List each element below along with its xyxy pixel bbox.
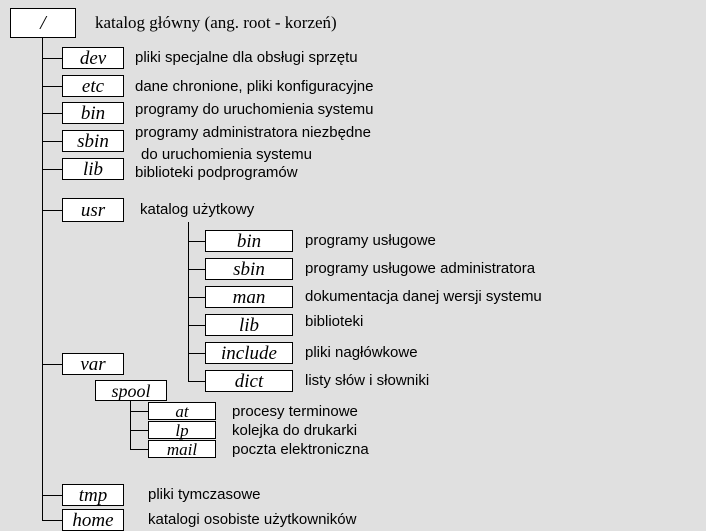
dir-root: / bbox=[10, 8, 76, 38]
branch-line-bin bbox=[42, 113, 62, 114]
desc-usr-dict: listy słów i słowniki bbox=[305, 372, 430, 389]
desc-mail: poczta elektroniczna bbox=[232, 441, 369, 458]
branch-line-var bbox=[42, 364, 62, 365]
dir-tmp: tmp bbox=[62, 484, 124, 506]
dir-home: home bbox=[62, 509, 124, 531]
branch-line-home bbox=[42, 520, 62, 521]
branch-line-tmp bbox=[42, 495, 62, 496]
tree-trunk-line bbox=[42, 38, 43, 521]
desc-usr-include: pliki nagłówkowe bbox=[305, 344, 418, 361]
dir-usr-bin: bin bbox=[205, 230, 293, 252]
desc-usr: katalog użytkowy bbox=[140, 201, 255, 218]
dir-var: var bbox=[62, 353, 124, 375]
spool-trunk-line bbox=[130, 401, 131, 449]
branch-line-usr-dict bbox=[188, 381, 205, 382]
branch-line-usr-lib bbox=[188, 325, 205, 326]
branch-line-usr-sbin bbox=[188, 269, 205, 270]
branch-line-mail bbox=[130, 449, 148, 450]
desc-sbin-line2: do uruchomienia systemu bbox=[141, 146, 312, 163]
root-caption: katalog główny (ang. root - korzeń) bbox=[95, 13, 337, 32]
branch-line-lp bbox=[130, 430, 148, 431]
desc-sbin-line1: programy administratora niezbędne bbox=[135, 124, 371, 141]
desc-lib: biblioteki podprogramów bbox=[135, 164, 298, 181]
dir-lp: lp bbox=[148, 421, 216, 439]
desc-at: procesy terminowe bbox=[232, 403, 358, 420]
desc-usr-sbin: programy usługowe administratora bbox=[305, 260, 536, 277]
desc-usr-man: dokumentacja danej wersji systemu bbox=[305, 288, 542, 305]
dir-usr-sbin: sbin bbox=[205, 258, 293, 280]
dir-usr-lib: lib bbox=[205, 314, 293, 336]
desc-dev: pliki specjalne dla obsługi sprzętu bbox=[135, 49, 358, 66]
dir-at: at bbox=[148, 402, 216, 420]
branch-line-usr-man bbox=[188, 297, 205, 298]
branch-line-usr-include bbox=[188, 353, 205, 354]
desc-home: katalogi osobiste użytkowników bbox=[148, 511, 357, 528]
branch-line-sbin bbox=[42, 141, 62, 142]
desc-etc: dane chronione, pliki konfiguracyjne bbox=[135, 78, 374, 95]
branch-line-dev bbox=[42, 58, 62, 59]
dir-lib: lib bbox=[62, 158, 124, 180]
dir-usr-dict: dict bbox=[205, 370, 293, 392]
desc-bin: programy do uruchomienia systemu bbox=[135, 101, 374, 118]
branch-line-lib bbox=[42, 169, 62, 170]
branch-line-usr-bin bbox=[188, 241, 205, 242]
desc-lp: kolejka do drukarki bbox=[232, 422, 358, 439]
branch-line-at bbox=[130, 411, 148, 412]
dir-sbin: sbin bbox=[62, 130, 124, 152]
dir-usr-include: include bbox=[205, 342, 293, 364]
dir-bin: bin bbox=[62, 102, 124, 124]
dir-usr: usr bbox=[62, 198, 124, 222]
usr-trunk-line bbox=[188, 222, 189, 381]
dir-etc: etc bbox=[62, 75, 124, 97]
dir-mail: mail bbox=[148, 440, 216, 458]
dir-usr-man: man bbox=[205, 286, 293, 308]
desc-usr-bin: programy usługowe bbox=[305, 232, 436, 249]
dir-dev: dev bbox=[62, 47, 124, 69]
desc-usr-lib: biblioteki bbox=[305, 313, 364, 330]
dir-spool: spool bbox=[95, 380, 167, 401]
branch-line-etc bbox=[42, 86, 62, 87]
desc-tmp: pliki tymczasowe bbox=[148, 486, 261, 503]
branch-line-usr bbox=[42, 210, 62, 211]
